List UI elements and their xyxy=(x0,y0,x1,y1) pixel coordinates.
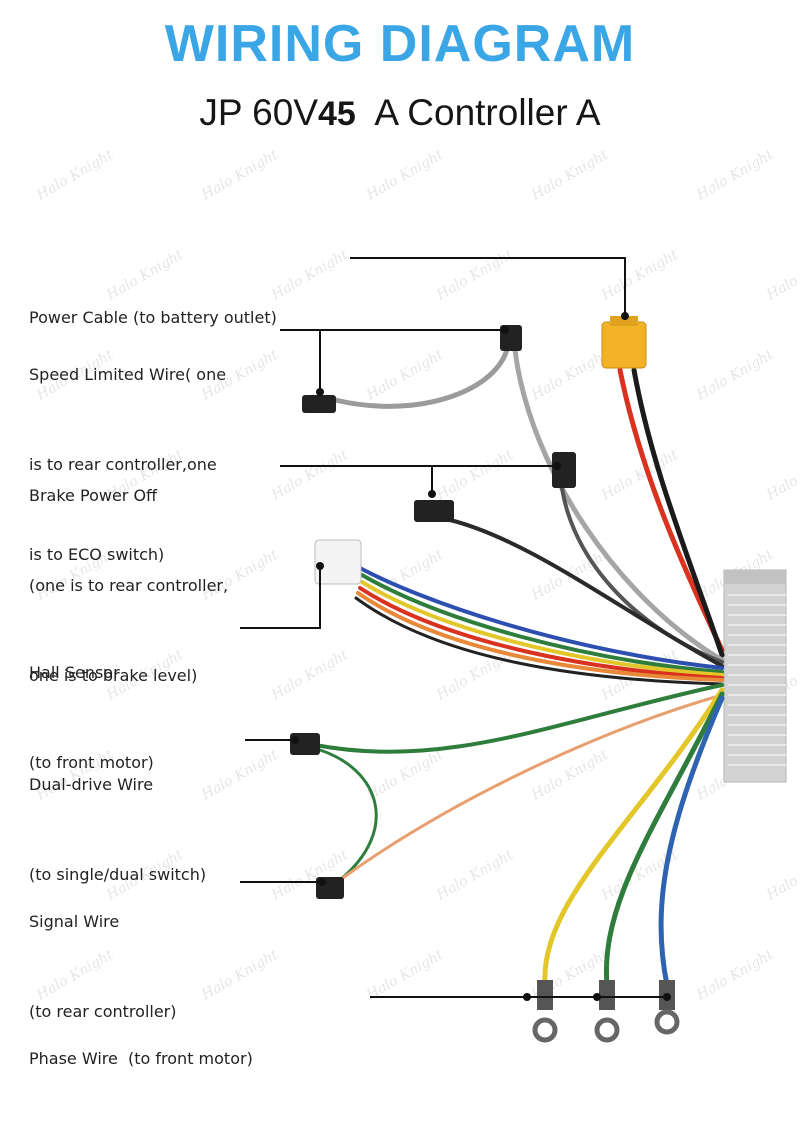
label-speed-limited: Speed Limited Wire( one is to rear contr… xyxy=(29,300,226,630)
hall-wire-red xyxy=(358,586,724,680)
hall-wire-green xyxy=(360,573,724,674)
speed-wire-gray xyxy=(332,342,511,409)
hall-wire-orange xyxy=(356,591,724,682)
wiring-diagram: WIRING DIAGRAM JP 60V45 A Controller A H… xyxy=(0,15,800,1068)
watermark-text: Halo Knight xyxy=(433,647,516,704)
watermark-text: Halo Knight xyxy=(528,147,611,204)
subtitle-suffix: A Controller A xyxy=(355,92,601,133)
watermark-text: Halo Knight xyxy=(33,147,116,204)
label-line: Hall Sensor xyxy=(29,663,120,682)
phase-wire-yellow xyxy=(542,687,725,988)
watermark-text: Halo Knight xyxy=(693,147,776,204)
watermark-text: Halo Knight xyxy=(268,647,351,704)
subtitle-amperage: 45 xyxy=(318,95,356,133)
phase-wire-green xyxy=(603,691,725,988)
watermark-text: Halo Knight xyxy=(693,347,776,404)
hall-wire-blue xyxy=(358,566,724,670)
label-line: is to rear controller,one xyxy=(29,455,217,474)
label-line: Signal Wire xyxy=(29,912,120,931)
label-power-cable: Power Cable (to battery outlet) xyxy=(29,243,277,393)
phase-terminal-blue xyxy=(654,980,680,1035)
watermark-text: Halo Knight xyxy=(528,347,611,404)
diagram-subtitle: JP 60V45 A Controller A xyxy=(0,92,800,134)
phase-terminal-green xyxy=(594,980,620,1043)
watermark-text: Halo Knight xyxy=(693,947,776,1004)
watermark-text: Halo Knight xyxy=(433,847,516,904)
label-dual-drive: Dual-drive Wire (to single/dual switch) xyxy=(29,710,206,950)
watermark-text: Halo Knight xyxy=(363,347,446,404)
label-signal-wire: Signal Wire (to rear controller) xyxy=(29,847,177,1087)
label-line: (to front motor) xyxy=(29,753,154,772)
leader-dots xyxy=(291,312,671,1001)
label-line: one is to brake level) xyxy=(29,666,198,685)
label-line: (to single/dual switch) xyxy=(29,865,207,884)
label-line: Dual-drive Wire xyxy=(29,775,154,794)
dual-drive-wire-2 xyxy=(318,748,378,882)
wire-bundle xyxy=(313,342,725,988)
dual-drive-wire xyxy=(313,683,724,754)
label-line: Brake Power Off xyxy=(29,486,158,505)
label-phase-wire: Phase Wire (to front motor) xyxy=(29,984,253,1134)
watermark-text: Halo Knight xyxy=(363,947,446,1004)
label-hall-sensor: Hall Sensor (to front motor) xyxy=(29,598,154,838)
brake-connector-1 xyxy=(552,452,576,488)
watermark-text: Halo Knight xyxy=(198,747,281,804)
watermark-text: Halo Knight xyxy=(763,447,800,504)
diagram-title: WIRING DIAGRAM xyxy=(164,15,636,73)
watermark-text: Halo Knight xyxy=(363,147,446,204)
hall-connector xyxy=(314,539,362,585)
watermark-text: Halo Knight xyxy=(268,247,351,304)
watermark-text: Halo Knight xyxy=(433,247,516,304)
speed-connector-2 xyxy=(302,395,336,413)
label-line: is to ECO switch) xyxy=(29,545,165,564)
watermark-text: Halo Knight xyxy=(198,147,281,204)
label-line: Speed Limited Wire( one xyxy=(29,365,227,384)
leader-hall xyxy=(240,566,321,629)
leader-lines xyxy=(240,257,667,998)
watermark-text: Halo Knight xyxy=(763,847,800,904)
connectors xyxy=(290,316,680,1043)
watermark-text: Halo Knight xyxy=(598,247,681,304)
hall-wire-yellow xyxy=(360,580,724,677)
power-wire-black xyxy=(631,367,725,658)
controller-unit xyxy=(723,569,787,783)
phase-terminal-yellow xyxy=(532,980,558,1043)
phase-wire-blue xyxy=(658,695,725,988)
label-line: (one is to rear controller, xyxy=(29,576,229,595)
watermark-text: Halo Knight xyxy=(268,447,351,504)
hall-wire-black xyxy=(354,596,724,686)
battery-connector xyxy=(601,321,647,369)
label-line: Power Cable (to battery outlet) xyxy=(29,308,277,327)
watermark-text: Halo Knight xyxy=(528,747,611,804)
speed-wire-gray-2 xyxy=(512,347,725,663)
label-line: Phase Wire (to front motor) xyxy=(29,1049,253,1068)
label-line: (to rear controller) xyxy=(29,1002,177,1021)
watermark-text: Halo Knight xyxy=(433,447,516,504)
signal-wire-orange xyxy=(338,693,724,882)
watermark-text: Halo Knight xyxy=(763,247,800,304)
brake-connector-2 xyxy=(414,500,454,522)
label-brake-power-off: Brake Power Off (one is to rear controll… xyxy=(29,421,228,751)
leader-power xyxy=(350,257,626,320)
watermark-text: Halo Knight xyxy=(363,747,446,804)
brake-wire-2 xyxy=(448,518,724,668)
subtitle-prefix: JP 60V xyxy=(199,92,319,133)
